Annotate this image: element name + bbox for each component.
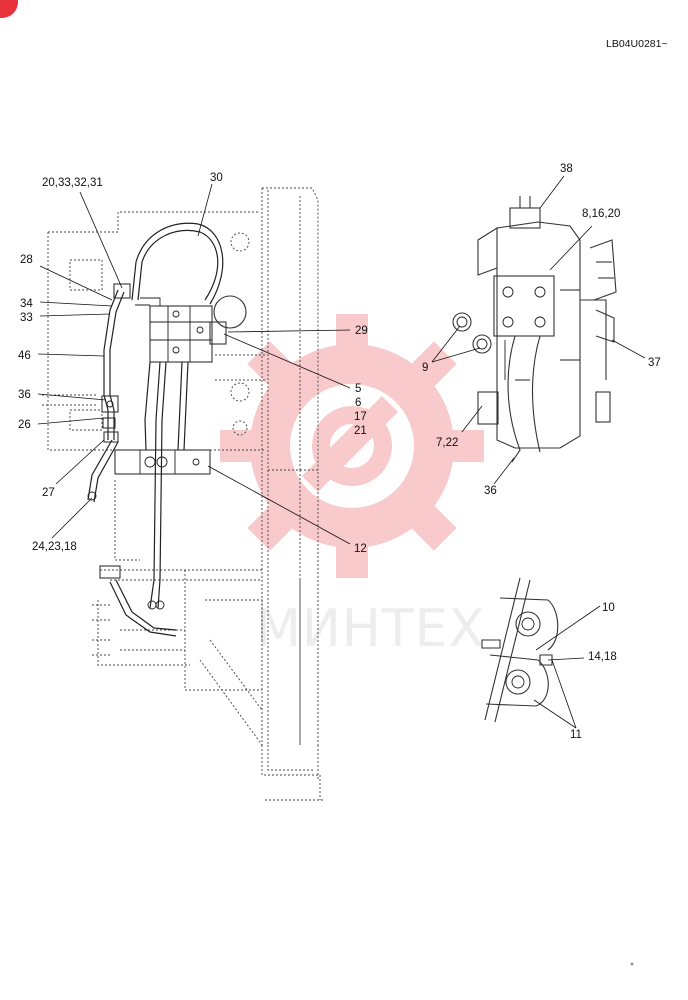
callout-10: 10	[602, 602, 615, 614]
callout-11: 11	[570, 729, 582, 741]
callout-37: 37	[648, 357, 661, 369]
leader-lines	[37, 175, 646, 729]
scan-dot	[630, 962, 634, 966]
callout-20-33-32-31: 20,33,32,31	[42, 177, 103, 189]
callout-33: 33	[20, 312, 33, 324]
callout-7-22: 7,22	[436, 437, 458, 449]
corner-badge	[0, 0, 18, 18]
callout-5: 5	[355, 383, 361, 395]
callout-36-left: 36	[18, 389, 31, 401]
drawing-code: LB04U0281~	[606, 38, 668, 50]
valve-detail-drawing	[452, 196, 617, 463]
callout-46: 46	[18, 350, 31, 362]
gear-icon	[220, 314, 484, 578]
callout-24-23-18: 24,23,18	[32, 541, 77, 553]
callout-36-right: 36	[484, 485, 497, 497]
watermark-text: МИНТЕХ	[256, 599, 485, 659]
callout-12: 12	[354, 543, 367, 555]
callout-9: 9	[422, 362, 428, 374]
callout-27: 27	[42, 487, 55, 499]
callout-14-18: 14,18	[588, 651, 617, 663]
clamp-detail-drawing	[481, 577, 559, 723]
callout-8-16-20: 8,16,20	[582, 208, 620, 220]
callout-34: 34	[20, 298, 33, 310]
main-assembly-drawing	[42, 187, 325, 801]
callout-30: 30	[210, 172, 223, 184]
callout-21: 21	[354, 425, 367, 437]
callout-28: 28	[20, 254, 33, 266]
callout-38: 38	[560, 163, 573, 175]
callout-29: 29	[355, 325, 368, 337]
callout-6: 6	[355, 397, 361, 409]
callout-17: 17	[354, 411, 367, 423]
watermark: МИНТЕХ	[220, 314, 485, 659]
callout-26: 26	[18, 419, 31, 431]
callout-labels: 20,33,32,31 30 28 34 33 46 36 26 27 24,2…	[18, 163, 661, 741]
